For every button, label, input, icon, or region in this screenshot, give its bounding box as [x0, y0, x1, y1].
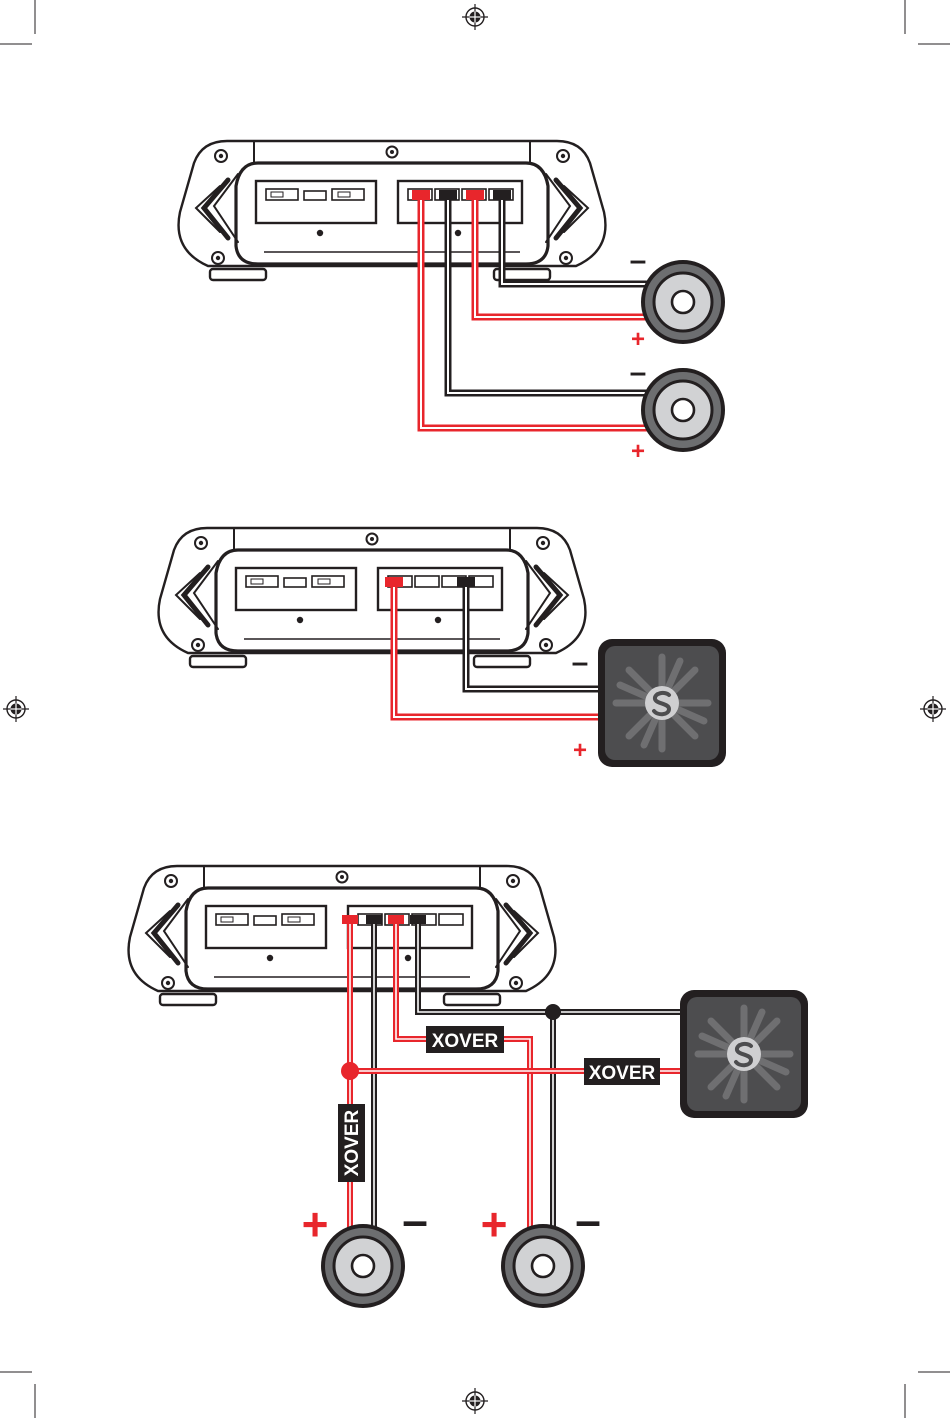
xover-terminal-2-positive	[388, 915, 404, 924]
xover-terminal-1-positive	[342, 915, 358, 924]
terminal-2-negative	[493, 190, 511, 200]
registration-mark-right-icon	[920, 696, 946, 722]
diagram-bridged-subwoofer: – +	[159, 528, 726, 767]
diagram-four-channel-two-speakers: – + – +	[179, 141, 723, 465]
subwoofer-plus-label: +	[573, 737, 587, 764]
xover-label-3: XOVER	[342, 1109, 363, 1176]
speaker-b-icon	[643, 370, 723, 450]
registration-mark-top-icon	[462, 4, 488, 30]
right-speaker-minus-label: –	[575, 1194, 601, 1246]
amplifier-2-icon	[159, 528, 586, 667]
registration-mark-bottom-icon	[462, 1388, 488, 1414]
registration-mark-left-icon	[3, 696, 29, 722]
speaker-a-plus-label: +	[631, 326, 645, 353]
speaker-a-minus-label: –	[630, 244, 647, 277]
subwoofer-2-icon	[680, 990, 808, 1118]
left-speaker-plus-label: +	[302, 1198, 329, 1250]
bridge-terminal-positive	[385, 577, 403, 587]
amplifier-3-icon	[129, 866, 556, 1005]
right-speaker-plus-label: +	[481, 1198, 508, 1250]
terminal-1-negative	[439, 190, 457, 200]
terminal-1-positive	[412, 190, 430, 200]
bridge-terminal-negative	[457, 577, 475, 587]
diagram-crossover-system: XOVER XOVER XOVER + – + –	[129, 866, 808, 1306]
terminal-2-positive	[466, 190, 484, 200]
speaker-right-icon	[503, 1226, 583, 1306]
xover-label-1: XOVER	[432, 1031, 499, 1052]
speaker-a-icon	[643, 262, 723, 342]
xover-label-2: XOVER	[589, 1063, 656, 1084]
subwoofer-1-icon	[598, 639, 726, 767]
xover-terminal-2-negative	[410, 915, 426, 924]
junction-negative	[545, 1004, 561, 1020]
xover-terminal-1-negative	[366, 915, 382, 924]
xover-badge-right-speaker: XOVER	[426, 1026, 504, 1053]
speaker-b-minus-label: –	[630, 356, 647, 389]
junction-positive	[341, 1062, 359, 1080]
xover-badge-left-speaker: XOVER	[338, 1104, 365, 1182]
left-speaker-minus-label: –	[402, 1194, 428, 1246]
speaker-left-icon	[323, 1226, 403, 1306]
amplifier-1-icon	[179, 141, 606, 280]
subwoofer-minus-label: –	[572, 646, 589, 679]
speaker-b-plus-label: +	[631, 438, 645, 465]
xover-badge-subwoofer: XOVER	[584, 1058, 660, 1085]
